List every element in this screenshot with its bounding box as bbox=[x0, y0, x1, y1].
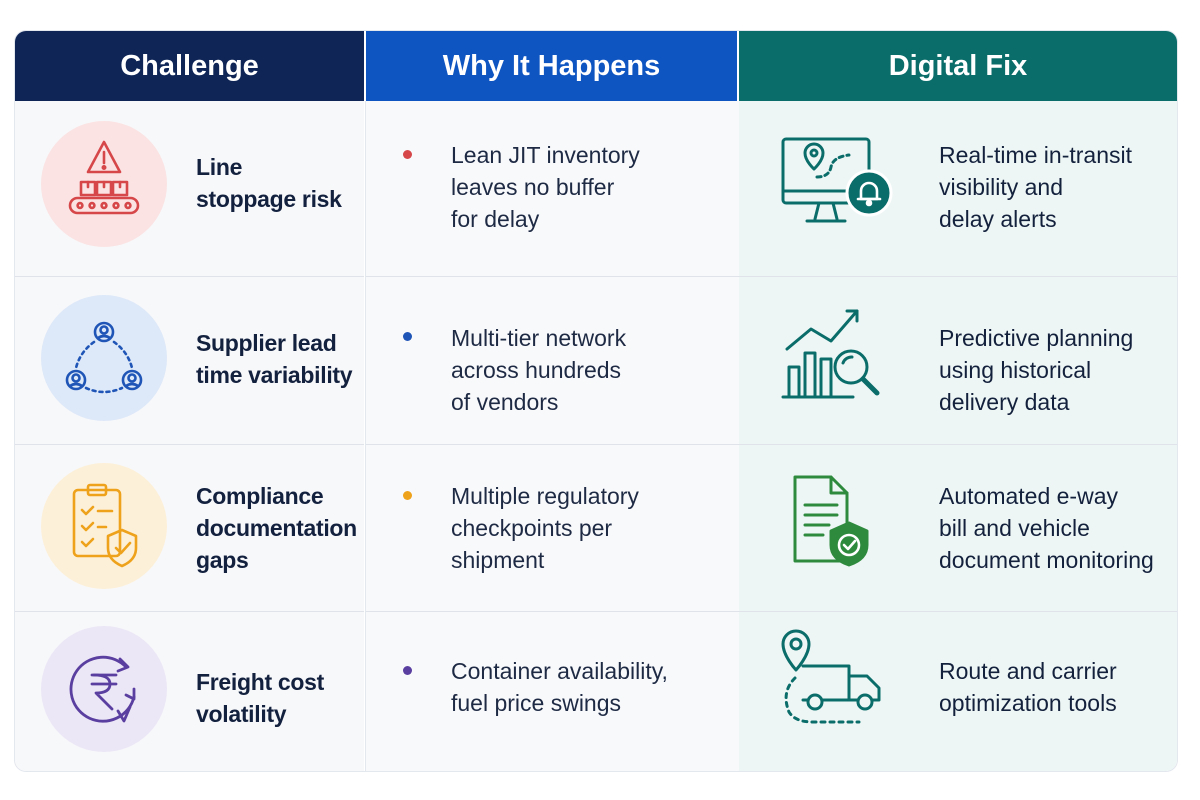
header-challenge: Challenge bbox=[15, 31, 364, 101]
challenge-row: Supplier lead time variability bbox=[15, 277, 364, 445]
warning-conveyor-icon bbox=[41, 121, 167, 247]
why-text: Container availability, fuel price swing… bbox=[451, 658, 668, 716]
challenge-row: Line stoppage risk bbox=[15, 101, 364, 277]
why-row: Multi-tier network across hundreds of ve… bbox=[366, 277, 739, 445]
header-why-it-happens: Why It Happens bbox=[366, 31, 737, 101]
monitor-alert-icon bbox=[773, 129, 893, 249]
fix-row: Predictive planning using historical del… bbox=[739, 277, 1177, 445]
clipboard-shield-icon bbox=[41, 463, 167, 589]
fix-text: Automated e-way bill and vehicle documen… bbox=[939, 483, 1154, 573]
why-row: Multiple regulatory checkpoints per ship… bbox=[366, 445, 739, 612]
why-text: Multi-tier network across hundreds of ve… bbox=[451, 325, 627, 415]
why-row: Lean JIT inventory leaves no buffer for … bbox=[366, 101, 739, 277]
why-text: Lean JIT inventory leaves no buffer for … bbox=[451, 142, 640, 232]
document-check-icon bbox=[773, 465, 893, 585]
chart-magnifier-icon bbox=[773, 297, 893, 417]
supplier-network-icon bbox=[41, 295, 167, 421]
fix-row: Route and carrier optimization tools bbox=[739, 612, 1177, 770]
challenge-label: Supplier lead time variability bbox=[196, 330, 353, 388]
bullet-dot bbox=[403, 150, 412, 159]
challenge-label: Compliance documentation gaps bbox=[196, 483, 357, 573]
fix-text: Real-time in-transit visibility and dela… bbox=[939, 142, 1132, 232]
why-row: Container availability, fuel price swing… bbox=[366, 612, 739, 770]
challenge-label: Freight cost volatility bbox=[196, 669, 325, 727]
comparison-table: Challenge Why It Happens Digital Fix bbox=[14, 30, 1178, 772]
truck-route-icon bbox=[773, 622, 893, 742]
fix-row: Automated e-way bill and vehicle documen… bbox=[739, 445, 1177, 612]
why-column: Lean JIT inventory leaves no buffer for … bbox=[365, 101, 740, 771]
why-text: Multiple regulatory checkpoints per ship… bbox=[451, 483, 639, 573]
challenge-label: Line stoppage risk bbox=[196, 154, 342, 212]
bullet-dot bbox=[403, 491, 412, 500]
bullet-dot bbox=[403, 332, 412, 341]
challenge-row: Freight cost volatility bbox=[15, 612, 364, 770]
bullet-dot bbox=[403, 666, 412, 675]
fix-column: Real-time in-transit visibility and dela… bbox=[739, 101, 1177, 771]
fix-row: Real-time in-transit visibility and dela… bbox=[739, 101, 1177, 277]
challenge-row: Compliance documentation gaps bbox=[15, 445, 364, 612]
fix-text: Route and carrier optimization tools bbox=[939, 658, 1117, 716]
header-digital-fix: Digital Fix bbox=[739, 31, 1177, 101]
rupee-cycle-icon bbox=[41, 626, 167, 752]
challenge-column: Line stoppage risk bbox=[15, 101, 364, 771]
fix-text: Predictive planning using historical del… bbox=[939, 325, 1134, 415]
